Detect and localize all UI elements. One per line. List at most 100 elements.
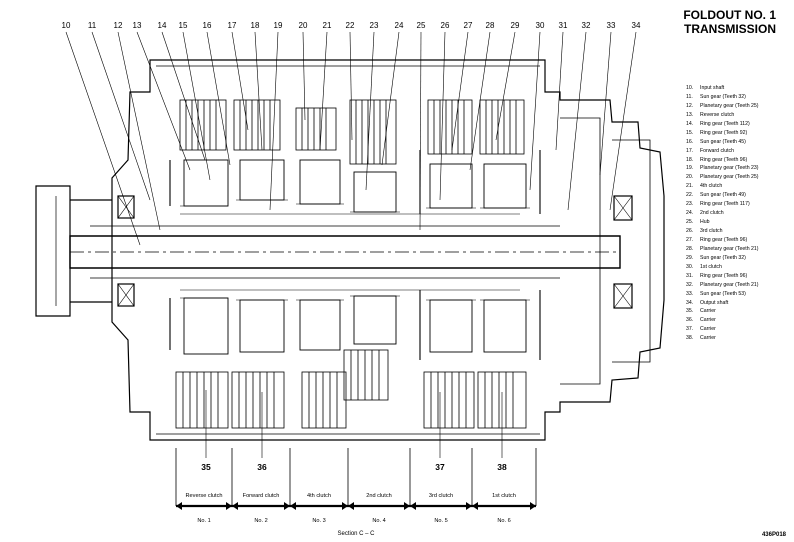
legend-item-number: 28. [686,245,694,252]
callout-number: 13 [133,21,142,30]
callout-leader [567,31,587,211]
section-arrow [466,502,472,510]
3rd-clutch-pack-top [427,99,473,155]
reverse-clutch-pack-bottom [175,371,229,429]
legend-item-text: Ring gear (Teeth 117) [700,201,750,208]
legend-item-number: 37. [686,326,694,333]
legend-item-number: 11. [686,93,693,100]
4th-clutch-pack-bottom [301,371,347,429]
clutch-number: No. 3 [312,518,325,524]
section-arrows [176,502,536,510]
clutch-number: No. 2 [254,518,267,524]
section-arrow [410,502,416,510]
legend-item: 18.Ring gear (Teeth 96) [686,156,794,165]
legend-item-text: Carrier [700,326,716,333]
legend-item-number: 18. [686,156,694,163]
callout-leader [231,31,249,131]
clutch-label: Reverse clutch [186,493,223,499]
legend-item: 15.Ring gear (Teeth 92) [686,129,794,138]
legend-item: 16.Sun gear (Teeth 45) [686,138,794,147]
legend-item-number: 10. [686,85,694,91]
callout-number: 23 [370,21,379,30]
clutch-number: No. 4 [372,518,385,524]
callout-number: 10 [62,21,71,30]
legend-item-text: Sun gear (Teeth 49) [700,192,746,199]
legend-item-text: Hub [700,219,710,226]
forward-clutch-pack-bottom [231,371,285,429]
leader-lines-top [65,31,637,246]
legend-item-text: Ring gear (Teeth 96) [700,236,748,243]
2nd-clutch-pack-top [349,99,397,165]
callout-leader [555,31,564,151]
callout-number: 20 [299,21,308,30]
section-label: Section C – C [337,531,375,537]
callout-leader [65,31,141,246]
callout-leader [182,31,211,181]
legend-item-text: Sun gear (Teeth 45) [700,138,746,145]
legend-item-number: 21. [686,183,694,190]
legend-item: 13.Reverse clutch [686,111,794,120]
clutch-label: Forward clutch [243,493,280,499]
legend-item: 17.Forward clutch [686,147,794,156]
legend-item-number: 20. [686,174,694,181]
clutch-label: 3rd clutch [429,493,453,499]
planetary-gear-sets [169,150,541,360]
main-shaft [69,213,621,291]
section-arrow [404,502,410,510]
transmission-housing [35,59,665,441]
callout-number: 35 [201,462,211,472]
callout-leader [302,31,306,121]
callout-leader [254,31,263,151]
legend-item-text: Sun gear (Teeth 32) [700,93,746,100]
callout-leader [609,31,637,211]
3rd-clutch-pack-bottom [423,371,475,429]
callout-leader [495,31,516,141]
legend-item: 20.Planetary gear (Teeth 25) [686,173,794,182]
section-arrow [348,502,354,510]
legend-item-text: Input shaft [700,85,725,91]
legend-item-number: 35. [686,308,694,315]
clutch-number: No. 6 [497,518,510,524]
legend-item-number: 32. [686,281,694,288]
legend-item: 24.2nd clutch [686,209,794,218]
legend-item: 38.Carrier [686,334,794,343]
callout-number: 27 [464,21,473,30]
legend-item: 19.Planetary gear (Teeth 23) [686,164,794,173]
clutch-packs [175,99,527,429]
callout-number: 11 [88,21,97,30]
callout-number: 19 [274,21,283,30]
callout-leader [381,31,400,166]
legend-item-number: 31. [686,272,694,279]
legend-item: 22.Sun gear (Teeth 49) [686,191,794,200]
clutch-labels: Reverse clutch Forward clutch 4th clutch 2n… [186,493,516,499]
forward-clutch-pack-top [233,99,281,151]
callout-number: 34 [632,21,641,30]
callout-leader [349,31,353,141]
clutch-label: 2nd clutch [366,493,392,499]
legend-item: 11. Sun gear (Teeth 32) [686,93,794,102]
legend-item-text: Planetary gear (Teeth 25) [700,102,759,109]
callout-leader [599,31,612,176]
legend-item-text: Carrier [700,317,716,324]
legend-item: 34.Output shaft [686,299,794,308]
legend-item-text: Sun gear (Teeth 53) [700,290,746,297]
callout-number: 15 [179,21,188,30]
legend-item-number: 19. [686,165,694,172]
clutch-label: 4th clutch [307,493,331,499]
legend-item: 32.Planetary gear (Teeth 21) [686,281,794,290]
legend-item: 12. Planetary gear (Teeth 25) [686,102,794,111]
legend-item: 28.Planetary gear (Teeth 21) [686,245,794,254]
clutch-section-table [175,448,537,508]
legend-item-text: 3rd clutch [700,228,723,234]
legend-item-number: 29. [686,254,694,261]
callout-number: 22 [346,21,355,30]
callout-leader [529,31,541,191]
legend-item-number: 30. [686,263,694,270]
4th-clutch-pack-top [295,107,337,151]
callout-number: 31 [559,21,568,30]
legend-item-text: Ring gear (Teeth 92) [700,129,748,136]
clutch-number: No. 1 [197,518,210,524]
legend-item-number: 12. [686,102,694,109]
callout-leader [365,31,375,191]
